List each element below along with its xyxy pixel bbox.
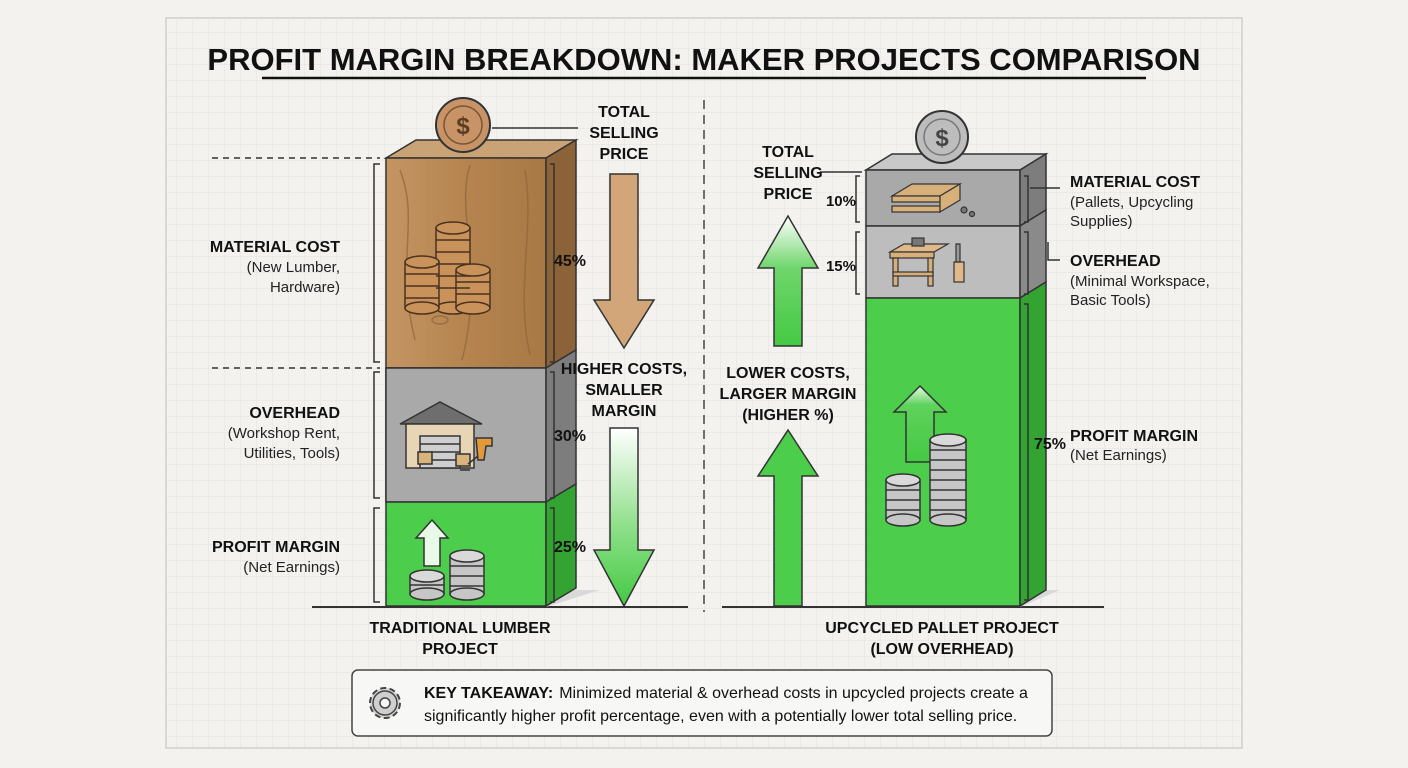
left-project-label-2: PROJECT bbox=[422, 641, 498, 658]
right-overhead-percent: 15% bbox=[826, 258, 856, 275]
left-brackets bbox=[212, 157, 555, 603]
right-material-sub2: Supplies) bbox=[1070, 213, 1133, 230]
left-material-sub1: (New Lumber, bbox=[247, 259, 340, 276]
pallet-icon bbox=[889, 182, 976, 218]
left-overhead-sub1: (Workshop Rent, bbox=[228, 425, 340, 442]
left-material-sub2: Hardware) bbox=[270, 279, 340, 296]
coins-up-arrow-icon bbox=[885, 384, 967, 527]
svg-text:$: $ bbox=[456, 113, 470, 140]
right-arrow-label-1: LOWER COSTS, bbox=[726, 365, 850, 382]
coin-stacks-icon bbox=[404, 221, 491, 315]
workshop-icon bbox=[399, 401, 493, 471]
right-material-label: MATERIAL COST bbox=[1070, 174, 1200, 191]
right-price-label-1: TOTAL bbox=[762, 144, 814, 161]
right-project-label-2: (LOW OVERHEAD) bbox=[870, 641, 1013, 658]
left-profit-percent: 25% bbox=[554, 539, 586, 556]
green-down-arrow bbox=[592, 427, 656, 608]
green-up-arrow-bottom bbox=[756, 428, 820, 607]
left-material-label: MATERIAL COST bbox=[210, 239, 340, 256]
left-arrow-label-3: MARGIN bbox=[592, 403, 657, 420]
coins-up-arrow-icon bbox=[409, 518, 485, 601]
takeaway-box bbox=[351, 669, 1053, 737]
brown-down-arrow bbox=[592, 173, 656, 350]
right-brackets bbox=[820, 171, 1060, 601]
right-overhead-sub1: (Minimal Workspace, bbox=[1070, 273, 1210, 290]
right-material-sub1: (Pallets, Upcycling bbox=[1070, 194, 1193, 211]
right-profit-percent: 75% bbox=[1034, 436, 1066, 453]
left-overhead-sub2: Utilities, Tools) bbox=[244, 445, 340, 462]
right-price-label-3: PRICE bbox=[764, 186, 813, 203]
left-material-percent: 45% bbox=[554, 253, 586, 270]
page-title: PROFIT MARGIN BREAKDOWN: MAKER PROJECTS … bbox=[207, 42, 1200, 77]
left-profit-label: PROFIT MARGIN bbox=[212, 539, 340, 556]
right-stack: $ MATERIAL COST (Pallets, Upcycling Supp… bbox=[820, 110, 1210, 608]
left-overhead-percent: 30% bbox=[554, 428, 586, 445]
takeaway-text-1: KEY TAKEAWAY: Minimized material & overhe… bbox=[424, 685, 1028, 702]
takeaway-line1: Minimized material & overhead costs in u… bbox=[559, 685, 1028, 702]
right-overhead-sub2: Basic Tools) bbox=[1070, 292, 1151, 309]
gear-icon bbox=[369, 687, 401, 719]
right-arrow-label-2: LARGER MARGIN bbox=[720, 386, 857, 403]
right-project-label-1: UPCYCLED PALLET PROJECT bbox=[825, 620, 1059, 637]
left-profit-sub1: (Net Earnings) bbox=[243, 559, 340, 576]
left-arrow-label-2: SMALLER bbox=[585, 382, 663, 399]
right-arrow-label-3: (HIGHER %) bbox=[742, 407, 834, 424]
left-project-label-1: TRADITIONAL LUMBER bbox=[369, 620, 550, 637]
left-price-label-3: PRICE bbox=[600, 146, 649, 163]
left-overhead-label: OVERHEAD bbox=[249, 405, 340, 422]
dollar-coin-icon: $ bbox=[915, 110, 969, 164]
left-price-label-2: SELLING bbox=[589, 125, 658, 142]
takeaway-label: KEY TAKEAWAY: bbox=[424, 685, 553, 702]
left-stack: $ MATERIAL COST (New Lumber, Hardware) O… bbox=[210, 97, 600, 608]
green-up-arrow-top bbox=[756, 214, 820, 347]
right-overhead-label: OVERHEAD bbox=[1070, 253, 1161, 270]
svg-text:$: $ bbox=[935, 125, 949, 152]
right-overhead-segment bbox=[865, 225, 1021, 299]
dollar-coin-icon: $ bbox=[435, 97, 491, 153]
grid-panel bbox=[165, 17, 1243, 749]
left-arrow-label-1: HIGHER COSTS, bbox=[561, 361, 687, 378]
left-price-label-1: TOTAL bbox=[598, 104, 650, 121]
workbench-icon bbox=[887, 237, 965, 287]
right-material-percent: 10% bbox=[826, 193, 856, 210]
takeaway-line2: significantly higher profit percentage, … bbox=[424, 708, 1017, 725]
right-profit-label: PROFIT MARGIN bbox=[1070, 428, 1198, 445]
right-profit-sub1: (Net Earnings) bbox=[1070, 447, 1167, 464]
right-price-label-2: SELLING bbox=[753, 165, 822, 182]
